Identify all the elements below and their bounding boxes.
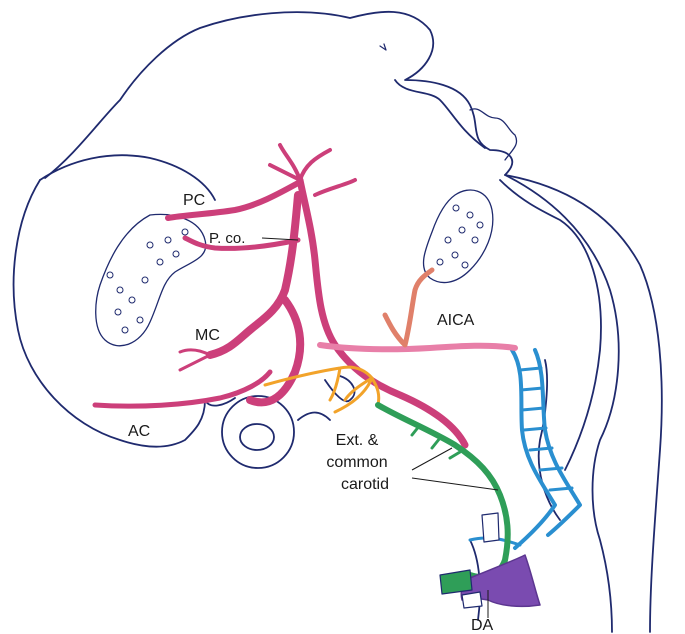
label-carotid-line2: common [326, 454, 388, 471]
pco-leader [261, 237, 299, 241]
label-mc: MC [195, 327, 220, 344]
neck-outline-right [537, 359, 561, 521]
top-branches [268, 143, 357, 197]
top-mark [379, 43, 387, 51]
middle-cerebral [206, 191, 302, 359]
optic-cup-inner [239, 423, 275, 451]
external-carotid [263, 365, 381, 414]
label-pc: PC [183, 192, 206, 209]
basilar-artery [317, 342, 518, 353]
carotid-leader-green [411, 447, 453, 471]
choroid-plexus-lateral [95, 213, 207, 347]
plexus-dots [106, 204, 484, 334]
carotid-leader-orange [411, 477, 499, 491]
vertebral-vessel-right [533, 348, 582, 537]
fold-outline-top [394, 79, 486, 149]
hemisphere-inner-outline [39, 154, 216, 201]
middle-cerebral-loop [246, 296, 305, 407]
aortic-stub-top [481, 512, 500, 543]
hindbrain-inner [499, 179, 602, 471]
dorsal-aorta [460, 554, 541, 608]
anterior-cerebral [92, 369, 273, 409]
aortic-stub-lower [461, 591, 483, 609]
label-carotid-line1: Ext. & [335, 432, 379, 449]
common-carotid-stubs [410, 423, 462, 460]
mc-branches [178, 348, 212, 372]
vertebral-rungs [518, 366, 574, 492]
label-pco: P. co. [209, 230, 246, 247]
posterior-communicating [182, 235, 301, 251]
label-da: DA [471, 617, 494, 634]
hindbrain-outline [504, 174, 620, 633]
choroid-plexus-fourth [422, 189, 494, 284]
label-carotid-line3: carotid [340, 476, 390, 493]
head-outline [44, 10, 663, 633]
optic-cup-outer [221, 395, 295, 469]
leader-lines [261, 237, 499, 618]
posterior-cerebral [165, 179, 303, 221]
aortic-stub [439, 569, 473, 595]
label-ac: AC [128, 423, 151, 440]
label-aica: AICA [437, 312, 475, 329]
vertebral-vessel-left [510, 348, 557, 550]
aica-branch [382, 267, 435, 348]
hindbrain-roof-scallop [469, 108, 518, 161]
